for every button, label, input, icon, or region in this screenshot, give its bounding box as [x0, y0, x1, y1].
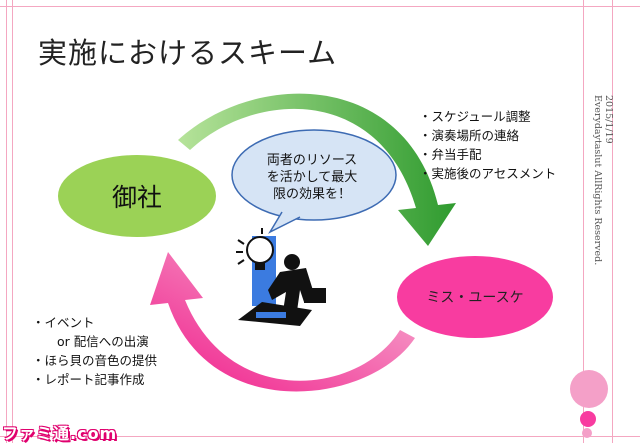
list-item: ・実施後のアセスメント: [419, 166, 557, 181]
watermark-logo: ファミ通.com: [2, 424, 118, 443]
list-item: ・スケジュール調整: [419, 109, 531, 124]
list-item: ・レポート記事作成: [32, 372, 145, 387]
speech-bubble: [231, 129, 397, 234]
bubble-line: 両者のリソース: [266, 153, 358, 168]
pink-dot-small: [580, 411, 596, 427]
list-item: ・演奏場所の連絡: [419, 128, 520, 143]
copyright-text: Everydaytaslut AllRights Reserved.: [592, 95, 603, 266]
border-line-left: [6, 0, 7, 443]
client-node: 御社: [58, 155, 216, 237]
pink-dot-large: [570, 370, 608, 408]
businessman-with-lightbulb-icon: [236, 228, 326, 326]
border-line-right-inner: [612, 0, 613, 443]
partner-node: ミス・ユースケ: [397, 256, 553, 338]
list-item: or 配信への出演: [32, 334, 149, 349]
speech-bubble-text: 両者のリソース を活かして最大 限の効果を！: [244, 152, 380, 203]
green-cycle-arrow: [178, 93, 456, 246]
partner-tasks-list: ・スケジュール調整 ・演奏場所の連絡 ・弁当手配 ・実施後のアセスメント: [419, 107, 556, 183]
list-item: ・イベント: [32, 315, 95, 330]
border-line-top: [0, 6, 640, 7]
list-item: ・弁当手配: [419, 147, 482, 162]
border-line-left-inner: [12, 0, 13, 443]
bubble-line: を活かして最大: [266, 170, 358, 185]
vertical-footer: 2015/1/19 Everydaytaslut AllRights Reser…: [592, 95, 614, 265]
border-line-bottom: [0, 436, 640, 437]
slide-title: 実施におけるスキーム: [38, 36, 338, 70]
slide-date: 2015/1/19: [603, 95, 614, 144]
border-line-right: [583, 0, 584, 443]
pink-cycle-arrow: [150, 252, 415, 392]
pink-dot-tiny: [582, 428, 592, 438]
list-item: ・ほら貝の音色の提供: [32, 353, 158, 368]
bubble-line: 限の効果を！: [272, 187, 351, 202]
client-tasks-list: ・イベント or 配信への出演 ・ほら貝の音色の提供 ・レポート記事作成: [32, 313, 157, 389]
